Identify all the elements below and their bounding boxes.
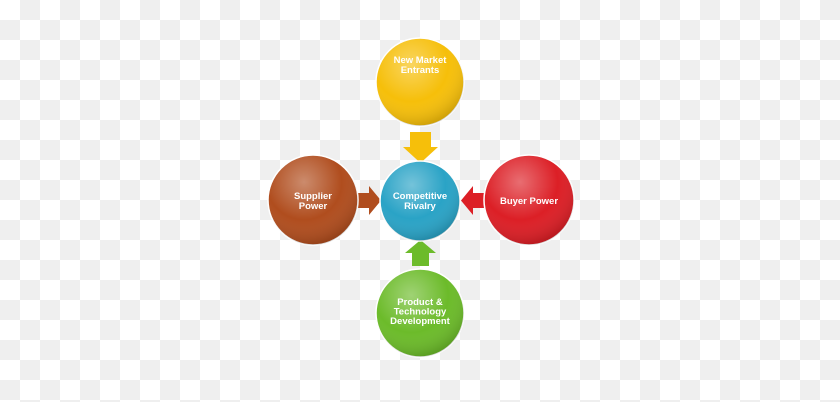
arrow-up-icon: [405, 240, 436, 266]
arrow-left-icon: [461, 186, 485, 215]
arrow-down-icon: [403, 132, 438, 163]
force-buyer-power: Buyer Power: [483, 154, 575, 246]
arrow-right-icon: [357, 186, 381, 215]
force-label: Buyer Power: [500, 196, 558, 207]
